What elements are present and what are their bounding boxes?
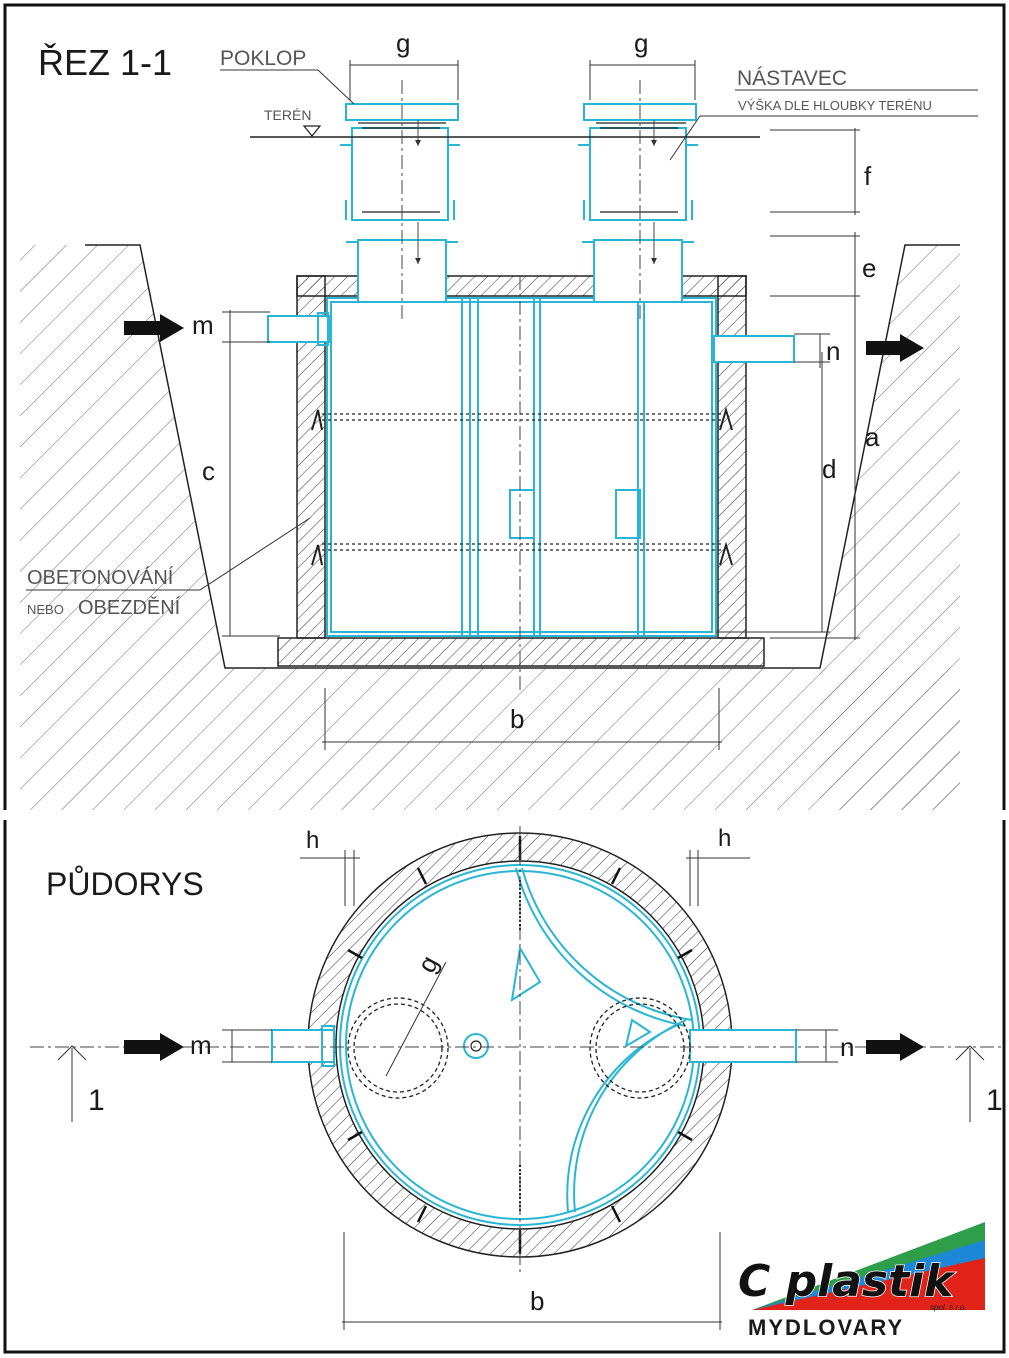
riser-plan-left	[347, 997, 449, 1099]
label-vyska: VÝŠKA DLE HLOUBKY TERÉNU	[738, 98, 932, 113]
plan-view: PŮDORYS h h g m n b 1 1	[30, 825, 1005, 1330]
wall-right	[717, 275, 747, 639]
dim-h-right: h	[718, 825, 731, 852]
label-nebo: NEBO	[27, 602, 64, 617]
dim-b-section: b	[510, 704, 524, 734]
label-poklop: POKLOP	[220, 47, 306, 70]
dim-n: n	[826, 336, 840, 366]
dim-d: d	[822, 454, 836, 484]
dim-a: a	[865, 422, 880, 452]
dim-n-plan: n	[840, 1032, 854, 1062]
label-teren: TERÉN	[264, 107, 311, 123]
riser-plan-right	[589, 997, 691, 1099]
label-obetonovani: OBETONOVÁNÍ	[27, 566, 174, 589]
base-slab	[277, 637, 765, 667]
plan-outlet-pipe	[689, 1029, 797, 1063]
label-nastavec: NÁSTAVEC	[737, 67, 847, 90]
dim-f: f	[864, 161, 872, 191]
outflow-arrow	[866, 334, 924, 362]
dim-g-left: g	[396, 28, 410, 58]
cut-marker-left: 1	[88, 1084, 105, 1117]
cut-marker-right: 1	[986, 1084, 1003, 1117]
dim-m: m	[192, 310, 214, 340]
logo-brand: C plastik	[738, 1256, 956, 1307]
section-view: ŘEZ 1-1 POKLOP TERÉN NÁSTAVEC VÝŠKA DLE …	[0, 28, 1009, 820]
plan-outflow-arrow	[866, 1033, 924, 1061]
soil-left	[20, 245, 225, 810]
logo-place: MYDLOVARY	[748, 1315, 904, 1340]
dim-m-plan: m	[190, 1030, 212, 1060]
riser-left-upper	[351, 127, 449, 221]
dim-g-right: g	[634, 28, 648, 58]
plan-inlet-pipe	[271, 1029, 335, 1063]
outlet-pipe	[713, 335, 795, 363]
dim-h-left: h	[306, 827, 319, 854]
logo-company: spol. s r.o.	[930, 1303, 967, 1312]
plan-inflow-arrow	[124, 1033, 184, 1061]
soil-bottom	[120, 668, 960, 810]
section-title: ŘEZ 1-1	[38, 42, 172, 83]
dim-c: c	[202, 456, 215, 486]
plan-title: PŮDORYS	[46, 866, 204, 902]
dim-e: e	[862, 253, 876, 283]
label-obezdeni: OBEZDĚNÍ	[78, 596, 181, 619]
tank-body	[326, 297, 717, 637]
inlet-pipe	[267, 315, 331, 343]
dim-b-plan: b	[530, 1286, 544, 1316]
company-logo: C plastik spol. s r.o. MYDLOVARY	[737, 1222, 985, 1340]
inflow-arrow	[124, 314, 184, 342]
drawing-frame	[3, 3, 1006, 1354]
